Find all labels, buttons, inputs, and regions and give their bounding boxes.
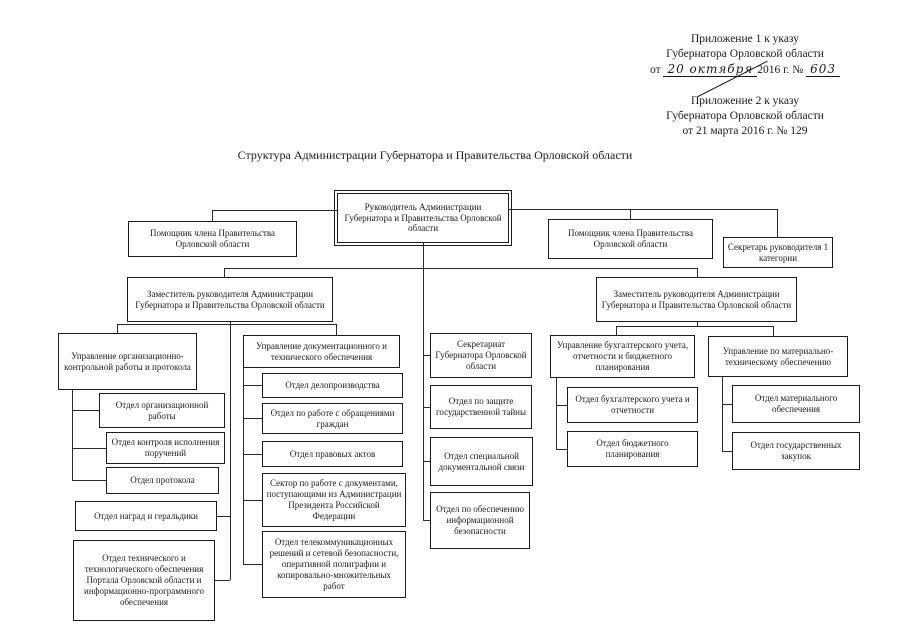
connector-line xyxy=(722,377,723,451)
org-box-awards-heraldry: Отдел наград и геральдики xyxy=(75,501,217,531)
org-box-organizational-work: Отдел организационной работы xyxy=(99,393,225,428)
connector-line xyxy=(697,268,698,277)
org-box-special-documentary-comms: Отдел специальной документальной связи xyxy=(430,437,533,486)
org-box-protocol: Отдел протокола xyxy=(106,467,219,494)
connector-line xyxy=(243,564,262,565)
org-box-org-control-department: Управление организационно-контрольной ра… xyxy=(58,333,197,390)
connector-line xyxy=(777,209,778,237)
org-box-material-support: Отдел материального обеспечения xyxy=(732,385,860,423)
org-box-tech-portal-support: Отдел технического и технологического об… xyxy=(73,540,215,621)
connector-line xyxy=(423,520,430,521)
connector-line xyxy=(423,243,424,520)
connector-line xyxy=(243,454,262,455)
annex-1-line2: Губернатора Орловской области xyxy=(666,48,824,61)
annex-2-line1: Приложение 2 к указу xyxy=(690,95,799,107)
connector-line xyxy=(556,449,567,450)
annex-1-line1: Приложение 1 к указу xyxy=(690,33,799,45)
connector-line xyxy=(243,385,262,386)
org-box-president-documents-sector: Сектор по работе с документами, поступаю… xyxy=(262,473,406,527)
connector-line xyxy=(215,580,230,581)
org-box-accounting-reporting: Отдел бухгалтерского учета и отчетности xyxy=(567,387,698,423)
org-box-assistant-left: Помощник члена Правительства Орловской о… xyxy=(128,221,297,257)
connector-line xyxy=(243,418,262,419)
annex-1-handwritten-number: 603 xyxy=(806,62,841,78)
connector-line xyxy=(336,324,337,335)
connector-line xyxy=(217,516,230,517)
org-box-assistant-right: Помощник члена Правительства Орловской о… xyxy=(548,219,713,259)
annex-2-line2: Губернатора Орловской области xyxy=(666,110,824,123)
connector-line xyxy=(117,324,336,325)
org-box-material-technical-department: Управление по материально-техническому о… xyxy=(708,336,848,377)
org-box-deputy-right: Заместитель руководителя Администрации Г… xyxy=(596,277,797,322)
org-box-citizen-appeals: Отдел по работе с обращениями граждан xyxy=(262,403,403,434)
connector-line xyxy=(72,410,99,411)
connector-line xyxy=(243,368,244,564)
annex-1-date-prefix: от xyxy=(649,64,661,77)
connector-line xyxy=(423,355,430,356)
org-box-head-of-administration: Руководитель Администрации Губернатора и… xyxy=(334,190,512,246)
chart-title: Структура Администрации Губернатора и Пр… xyxy=(237,148,633,162)
connector-line xyxy=(224,268,697,269)
org-box-budget-planning: Отдел бюджетного планирования xyxy=(567,431,698,467)
org-box-documentation-tech-department: Управление документационного и техническ… xyxy=(243,335,400,368)
org-box-accounting-department: Управление бухгалтерского учета, отчетно… xyxy=(550,335,695,378)
connector-line xyxy=(423,407,430,408)
connector-line xyxy=(230,322,231,580)
connector-line xyxy=(212,210,213,221)
connector-line xyxy=(616,326,773,327)
connector-line xyxy=(72,448,106,449)
connector-line xyxy=(509,209,778,210)
connector-line xyxy=(243,500,262,501)
org-box-legal-acts: Отдел правовых актов xyxy=(262,441,403,467)
annex-2-note: Приложение 2 к указу Губернатора Орловск… xyxy=(610,94,880,140)
connector-line xyxy=(630,209,631,219)
annex-1-handwritten-date: 20 октября xyxy=(663,62,758,78)
connector-line xyxy=(722,451,732,452)
connector-line xyxy=(72,390,73,480)
org-box-information-security: Отдел по обеспечению информационной безо… xyxy=(430,492,530,549)
connector-line xyxy=(117,324,118,333)
connector-line xyxy=(212,210,337,211)
connector-line xyxy=(697,322,698,327)
annex-1-date-mid: 2016 г. № xyxy=(757,64,804,77)
org-box-deputy-left: Заместитель руководителя Администрации Г… xyxy=(127,277,333,322)
connector-line xyxy=(556,378,557,449)
connector-line xyxy=(72,480,106,481)
annex-1-note: Приложение 1 к указу Губернатора Орловск… xyxy=(610,32,880,79)
org-box-records-management: Отдел делопроизводства xyxy=(262,373,403,398)
annex-2-line3: от 21 марта 2016 г. № 129 xyxy=(682,125,808,138)
connector-line xyxy=(616,326,617,335)
connector-line xyxy=(773,326,774,336)
org-box-state-secret-protection: Отдел по защите государственной тайны xyxy=(430,385,532,429)
connector-line xyxy=(224,268,225,277)
org-box-governor-secretariat: Секретариат Губернатора Орловской област… xyxy=(430,333,532,378)
org-box-state-procurement: Отдел государственных закупок xyxy=(732,432,860,470)
org-box-secretary: Секретарь руководителя 1 категории xyxy=(723,237,833,268)
connector-line xyxy=(556,405,567,406)
org-box-telecom-printing: Отдел телекоммуникационных решений и сет… xyxy=(262,531,406,598)
connector-line xyxy=(423,461,430,462)
connector-line xyxy=(722,404,732,405)
org-box-control-of-execution: Отдел контроля исполнения поручений xyxy=(106,432,225,464)
